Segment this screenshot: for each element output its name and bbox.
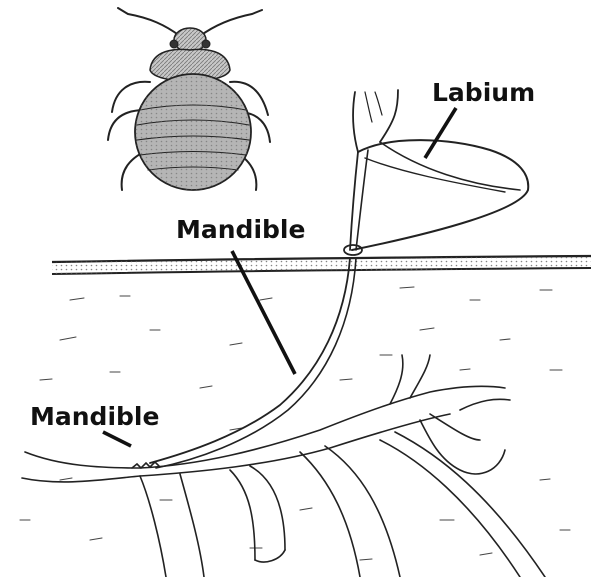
- label-mandible-upper: Mandible: [176, 217, 305, 242]
- blood-vessels: [22, 355, 545, 577]
- label-labium: Labium: [432, 80, 535, 105]
- labium-leader-line: [425, 108, 456, 158]
- label-mandible-lower: Mandible: [30, 404, 159, 429]
- mandible-lower-leader-line: [103, 432, 131, 446]
- skin-surface: [52, 256, 591, 274]
- bedbug-illustration: [108, 8, 270, 190]
